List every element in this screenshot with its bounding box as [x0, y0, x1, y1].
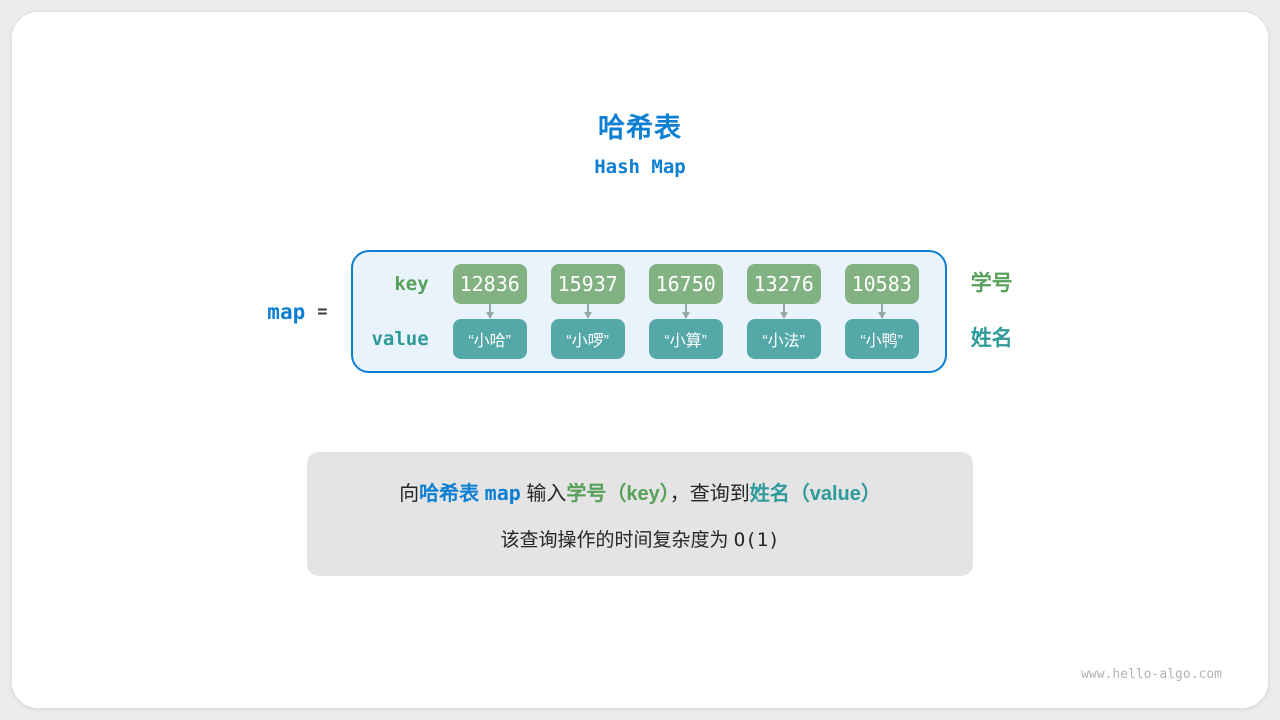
keys-caption: 学号 [970, 272, 1013, 295]
values-caption: 姓名 [970, 327, 1013, 350]
watermark: www.hello-algo.com [1081, 667, 1222, 682]
value-box: “小算” [648, 319, 723, 359]
map-entry: 10583 “小鸭” [844, 264, 919, 359]
note-text-map-var: map [484, 481, 521, 505]
map-entry: 12836 “小哈” [452, 264, 527, 359]
down-arrow-icon [778, 304, 790, 319]
note-text: ，查询到 [669, 483, 750, 505]
value-box: “小哈” [452, 319, 527, 359]
map-entry: 16750 “小算” [648, 264, 723, 359]
key-box: 16750 [648, 264, 723, 304]
row-captions: 学号 姓名 [971, 264, 1013, 359]
note-complexity-text: 该查询操作的时间复杂度为 [500, 530, 734, 551]
key-box: 10583 [844, 264, 919, 304]
figure-card: 哈希表 Hash Map map = key value 12836 “小哈” 1… [12, 12, 1268, 708]
note-box: 向哈希表 map 输入学号（key），查询到姓名（value） 该查询操作的时间… [307, 452, 973, 576]
down-arrow-icon [582, 304, 594, 319]
note-text-key: 学号（key） [566, 483, 670, 505]
page-subtitle: Hash Map [594, 156, 686, 178]
note-text-hash-map: 哈希表 [419, 483, 485, 505]
key-box: 13276 [746, 264, 821, 304]
key-box: 15937 [550, 264, 625, 304]
note-text-value: 姓名（value） [749, 483, 881, 505]
map-variable-label: map [267, 299, 306, 324]
row-labels-column: key value [371, 264, 428, 359]
hash-map-diagram: map = key value 12836 “小哈” 15937 “小啰” [12, 250, 1268, 373]
hash-map-container: key value 12836 “小哈” 15937 “小啰” 16750 [351, 250, 947, 373]
key-row-label: key [394, 273, 429, 295]
map-assignment: map = [267, 300, 327, 324]
note-text: 向 [399, 483, 420, 505]
key-box: 12836 [452, 264, 527, 304]
note-text: 输入 [520, 483, 567, 505]
note-complexity-big-o: O(1) [733, 529, 780, 551]
value-box: “小啰” [550, 319, 625, 359]
value-row-label: value [371, 328, 429, 350]
down-arrow-icon [484, 304, 496, 319]
value-box: “小鸭” [844, 319, 919, 359]
map-entry: 15937 “小啰” [550, 264, 625, 359]
value-box: “小法” [746, 319, 821, 359]
down-arrow-icon [876, 304, 888, 319]
down-arrow-icon [680, 304, 692, 319]
page-title: 哈希表 [598, 113, 682, 143]
note-line-2: 该查询操作的时间复杂度为 O(1) [321, 525, 959, 552]
equals-sign: = [317, 301, 328, 322]
note-line-1: 向哈希表 map 输入学号（key），查询到姓名（value） [321, 477, 959, 506]
map-entry: 13276 “小法” [746, 264, 821, 359]
